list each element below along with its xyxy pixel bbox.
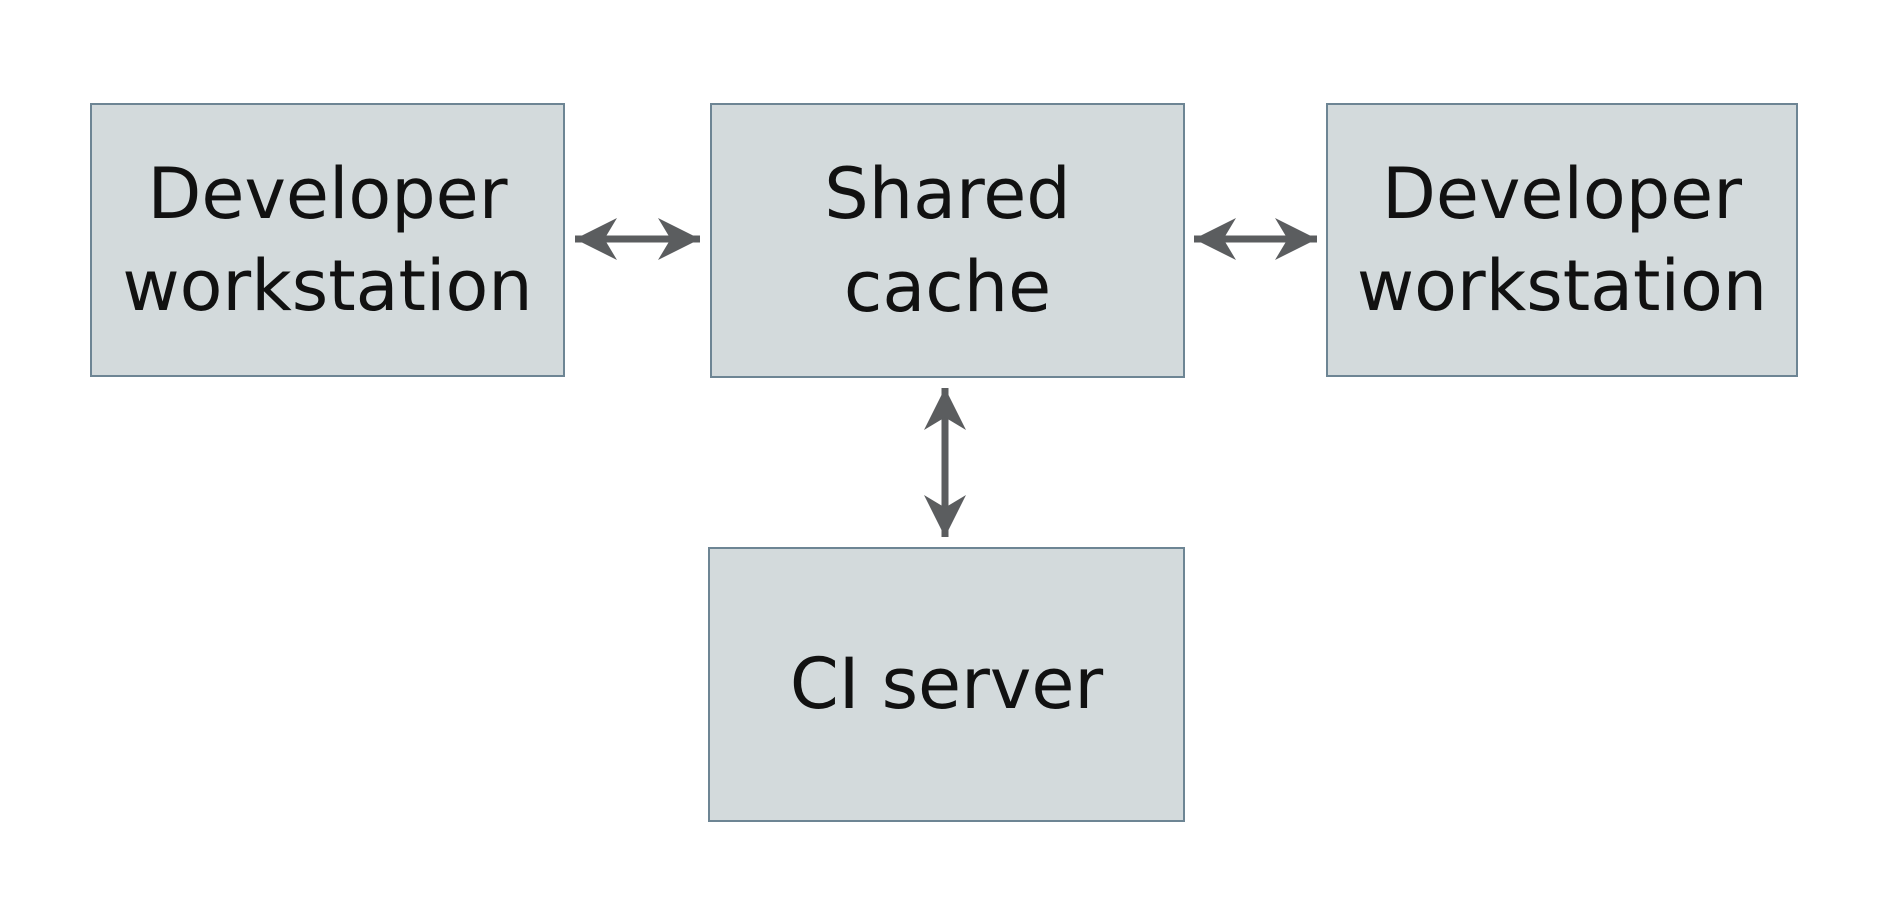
- node-developer-workstation-left: Developer workstation: [90, 103, 565, 377]
- node-developer-workstation-right: Developer workstation: [1326, 103, 1798, 377]
- node-label-developer-workstation-right: Developer workstation: [1356, 152, 1768, 327]
- node-label-developer-workstation-left: Developer workstation: [122, 152, 533, 327]
- node-label-shared-cache: Shared cache: [824, 153, 1071, 328]
- node-shared-cache: Shared cache: [710, 103, 1185, 378]
- node-label-ci-server: CI server: [789, 643, 1104, 726]
- node-ci-server: CI server: [708, 547, 1185, 822]
